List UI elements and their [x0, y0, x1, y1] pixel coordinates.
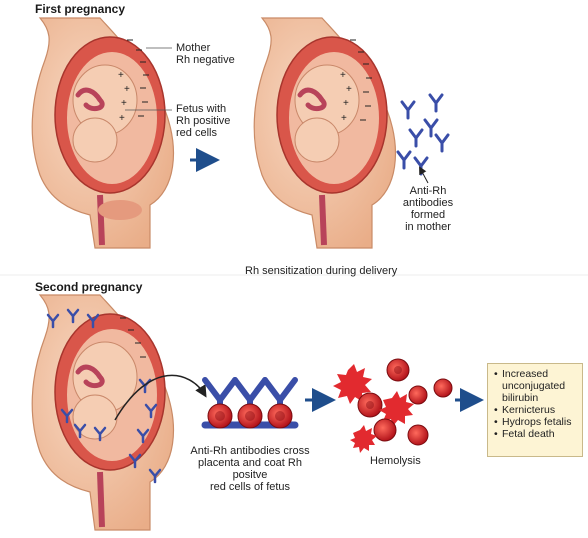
label-line: Rh positive [176, 115, 230, 127]
outcomes-list: Increased unconjugated bilirubin Kernict… [494, 368, 578, 440]
label-line: in mother [398, 221, 458, 233]
mother-figure-after-delivery [254, 18, 395, 248]
label-line: antibodies [398, 197, 458, 209]
svg-text:+: + [346, 84, 352, 95]
outcome-item: Increased unconjugated bilirubin [494, 368, 578, 404]
heading-second-pregnancy: Second pregnancy [35, 280, 142, 294]
label-antibodies-cross-placenta: Anti-Rh antibodies cross placenta and co… [180, 445, 320, 493]
coated-red-cells [205, 380, 295, 428]
label-line: Mother [176, 42, 235, 54]
label-line: Anti-Rh antibodies cross [180, 445, 320, 457]
label-line: red cells [176, 127, 230, 139]
svg-text:+: + [343, 98, 349, 109]
svg-text:+: + [121, 98, 127, 109]
label-mother-rh-negative: Mother Rh negative [176, 42, 235, 66]
hemolysis-cells [333, 359, 452, 453]
label-fetus-rh-positive: Fetus with Rh positive red cells [176, 103, 230, 139]
outcome-item: Fetal death [494, 428, 578, 440]
antibody-cluster-first [398, 95, 448, 174]
label-line: red cells of fetus [180, 481, 320, 493]
label-hemolysis: Hemolysis [370, 455, 421, 467]
label-antibodies-formed: Anti-Rh antibodies formed in mother [398, 185, 458, 233]
outcome-item: Hydrops fetalis [494, 416, 578, 428]
svg-text:+: + [341, 113, 347, 124]
svg-text:+: + [340, 70, 346, 81]
label-rh-sensitization: Rh sensitization during delivery [245, 265, 397, 277]
label-line: formed [398, 209, 458, 221]
antibodies-pointer [420, 168, 428, 183]
svg-text:+: + [118, 70, 124, 81]
outcomes-box: Increased unconjugated bilirubin Kernict… [487, 363, 583, 457]
outcome-item: Kernicterus [494, 404, 578, 416]
label-line: Anti-Rh [398, 185, 458, 197]
mother-figure-second-pregnancy [32, 295, 173, 530]
mother-figure-first [32, 18, 173, 248]
svg-text:+: + [124, 84, 130, 95]
svg-text:+: + [119, 113, 125, 124]
heading-first-pregnancy: First pregnancy [35, 2, 125, 16]
label-line: Fetus with [176, 103, 230, 115]
label-line: placenta and coat Rh positve [180, 457, 320, 481]
label-line: Rh negative [176, 54, 235, 66]
